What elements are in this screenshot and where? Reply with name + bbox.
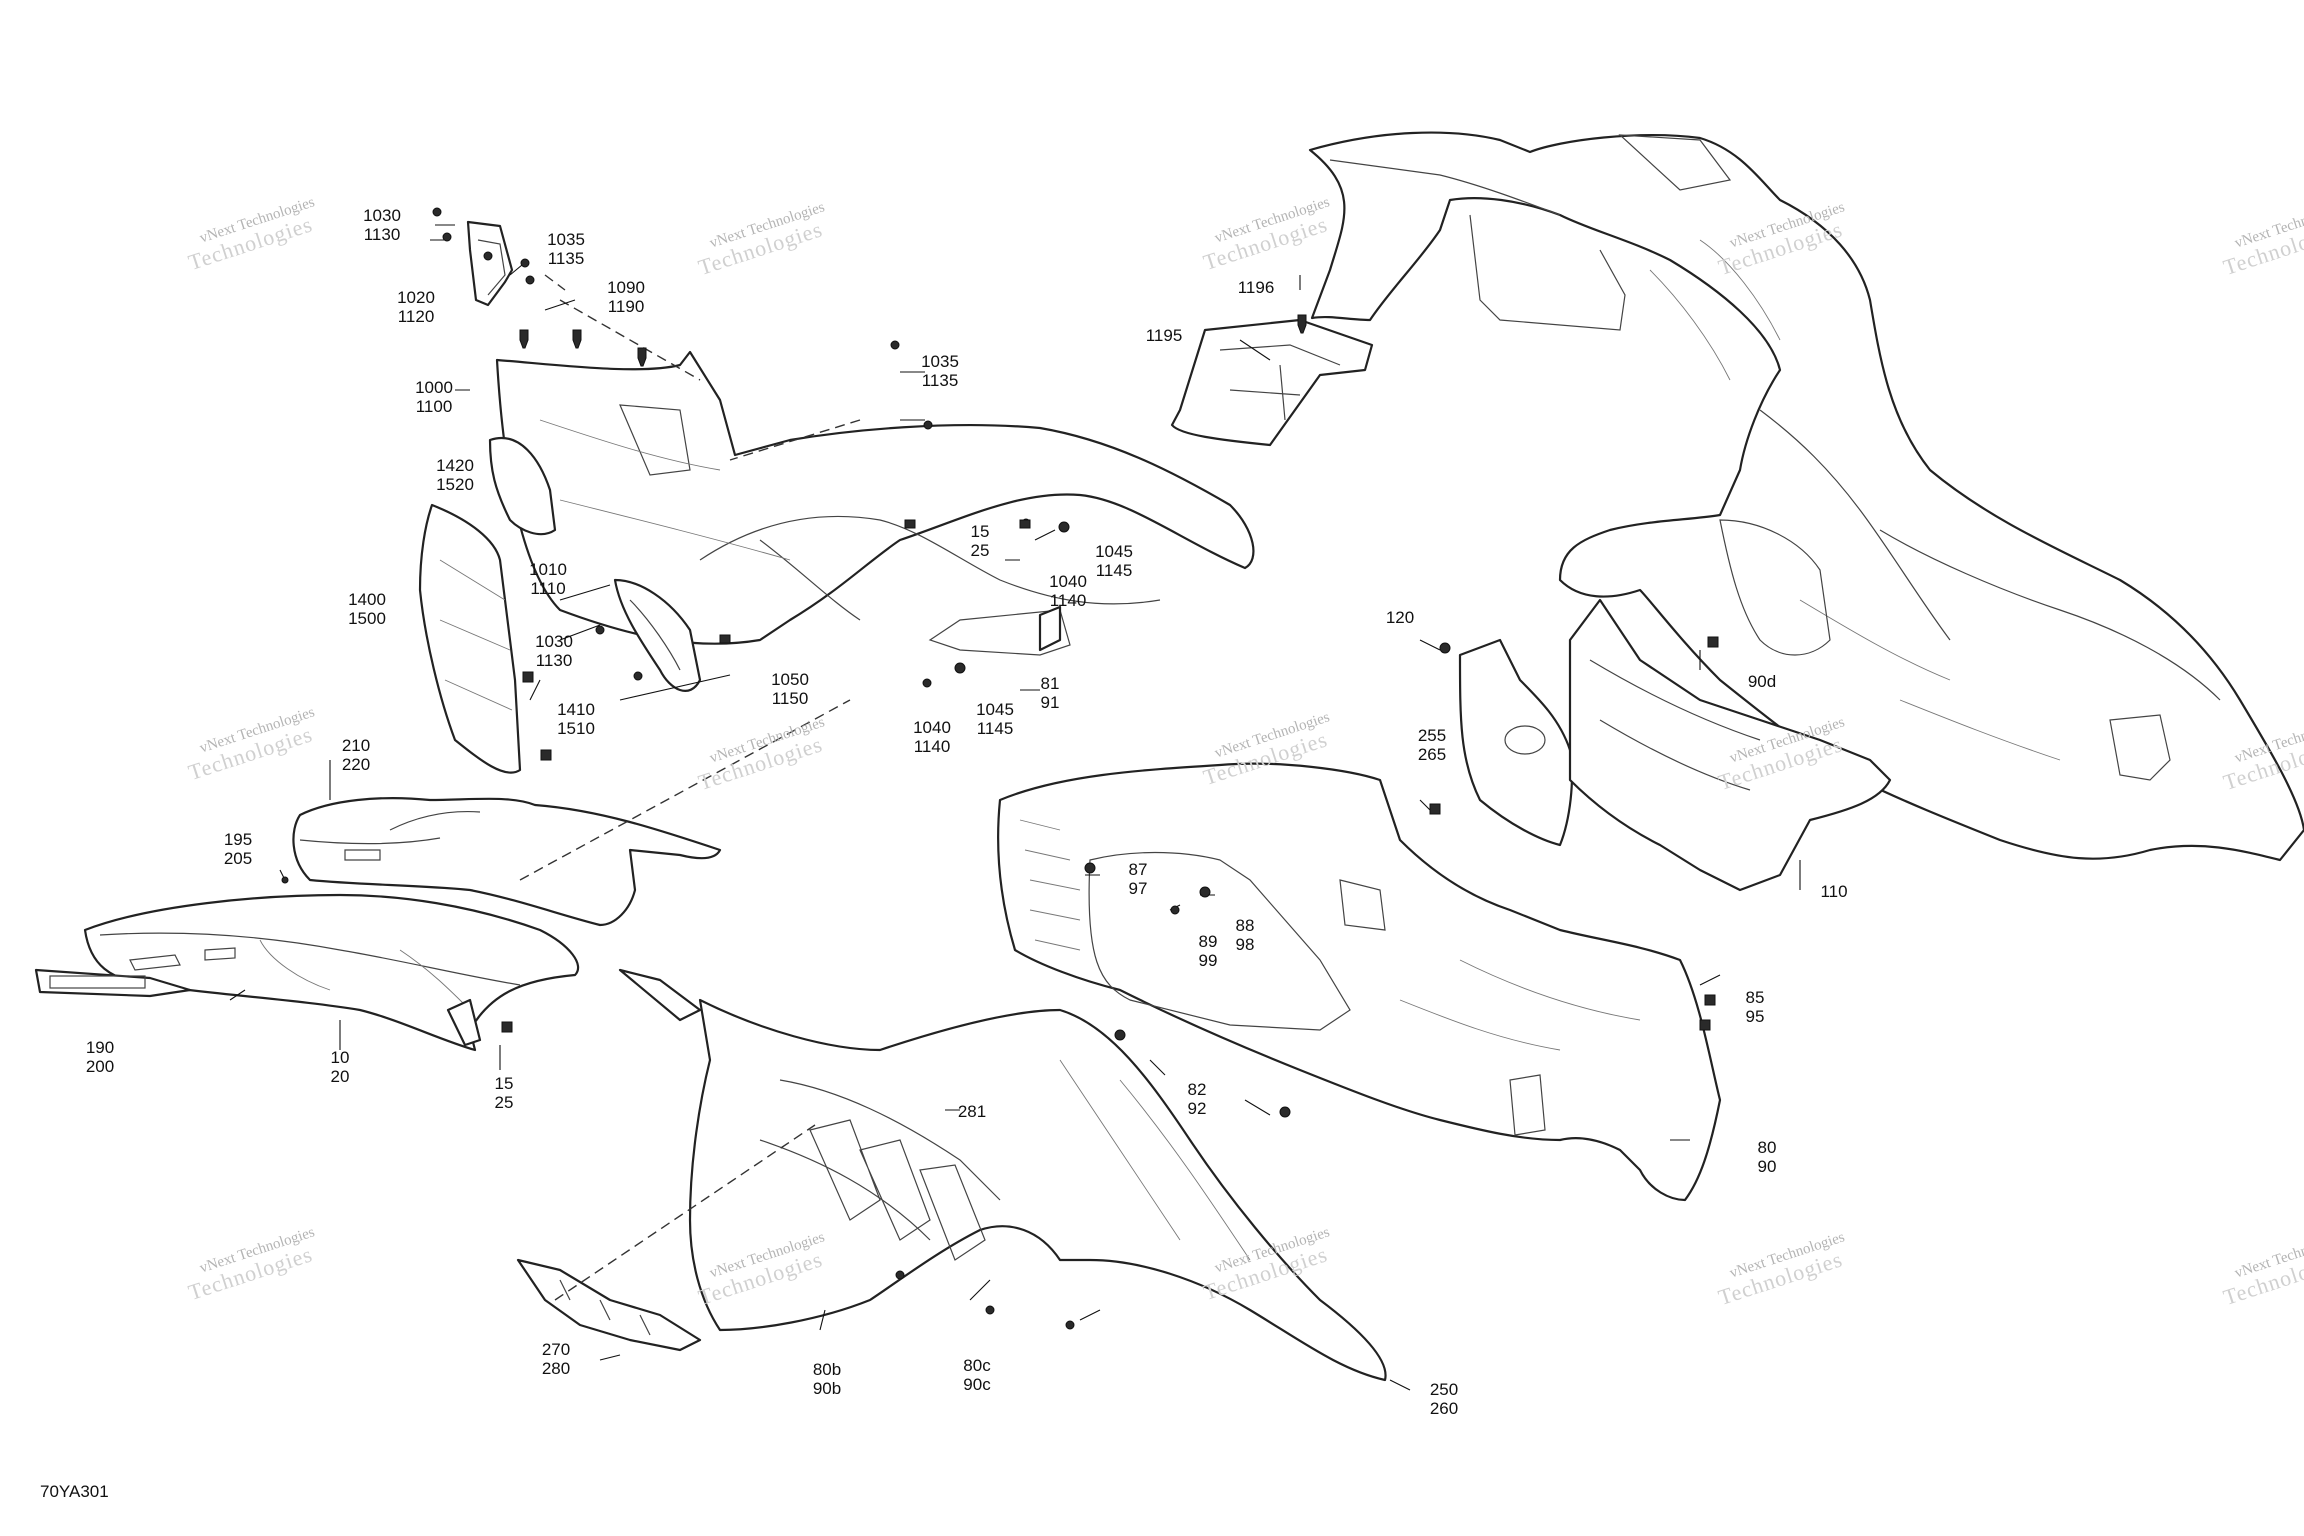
side-panel-upper — [495, 350, 1255, 656]
upper-frame-structure — [1308, 131, 2304, 862]
bracket-1020 — [466, 220, 514, 307]
vent-1420 — [488, 437, 557, 536]
side-panel-10 — [83, 893, 580, 1052]
latch-1010 — [613, 578, 702, 692]
trim-270 — [516, 1258, 702, 1352]
bracket-1195 — [1170, 318, 1374, 447]
callout-1195: 1195 — [1145, 326, 1183, 345]
duct-120 — [1458, 638, 1574, 847]
callout-1196: 1196 — [1237, 278, 1275, 297]
diagram-reference-code: 70YA301 — [40, 1482, 109, 1501]
panel-1400 — [418, 503, 522, 774]
emblem-190 — [34, 968, 192, 998]
front-panel-250 — [618, 968, 1387, 1382]
callout-120: 120 — [1385, 608, 1415, 627]
callout-90d: 90d — [1747, 672, 1777, 691]
callout-281: 281 — [957, 1102, 987, 1121]
callout-110: 110 — [1820, 882, 1848, 901]
fasteners — [281, 207, 1719, 1330]
duct-110 — [1568, 598, 1892, 892]
side-panel-80 — [997, 762, 1722, 1202]
